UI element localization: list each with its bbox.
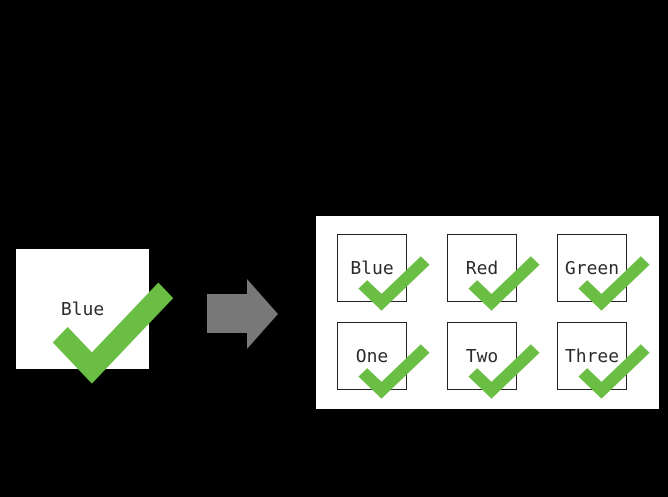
green-checkmark-icon	[358, 256, 430, 311]
result-panel: Blue Red Green One Two Three	[316, 216, 659, 409]
green-checkmark-icon	[358, 344, 430, 399]
checkbox-label: Blue	[350, 257, 394, 279]
checkbox-red: Red	[447, 234, 540, 311]
checkbox-label: Two	[465, 345, 499, 367]
checkbox-label: Green	[564, 257, 620, 279]
checkbox-grid: Blue Red Green One Two Three	[337, 234, 650, 399]
green-checkmark-icon	[578, 344, 650, 399]
checkbox-blue: Blue	[337, 234, 430, 311]
source-checkbox-label: Blue	[60, 298, 105, 320]
green-checkmark-icon	[468, 256, 540, 311]
checkbox-three: Three	[557, 322, 650, 399]
checkbox-green: Green	[557, 234, 650, 311]
checkbox-two: Two	[447, 322, 540, 399]
green-checkmark-icon	[578, 256, 650, 311]
checkbox-one: One	[337, 322, 430, 399]
checkbox-label: Three	[564, 345, 620, 367]
green-checkmark-icon	[468, 344, 540, 399]
checkbox-label: Red	[465, 257, 499, 279]
green-checkmark-icon	[52, 282, 174, 384]
source-checkbox: Blue	[16, 249, 174, 384]
checkbox-label: One	[355, 345, 389, 367]
arrow-right-icon	[207, 279, 278, 349]
